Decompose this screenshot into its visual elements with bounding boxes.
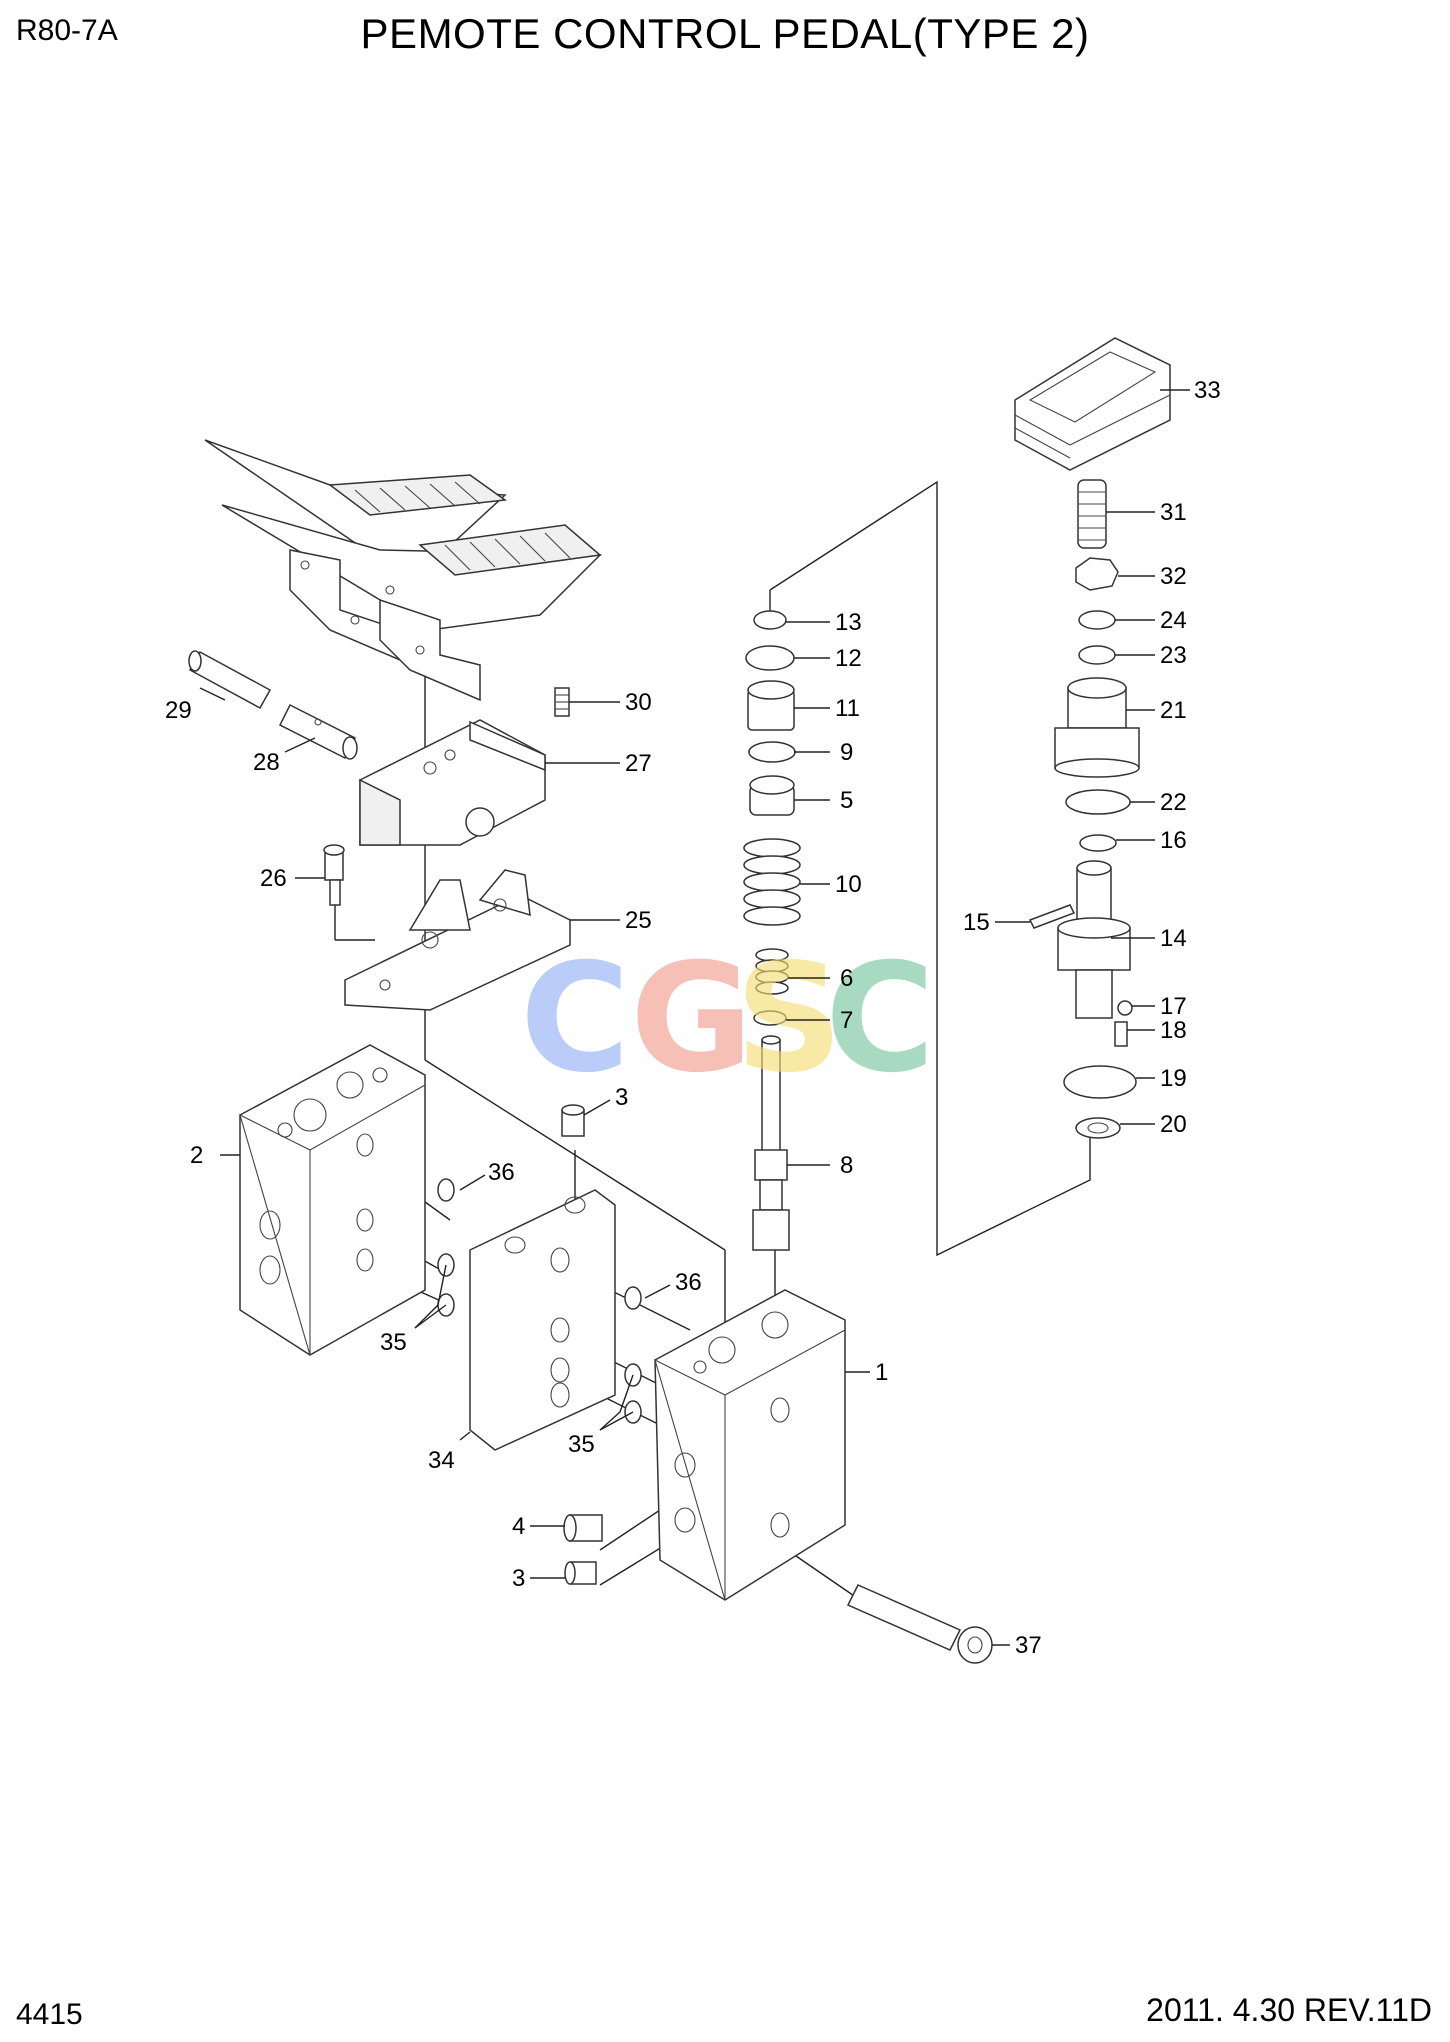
callout-7: 7 bbox=[840, 1007, 853, 1034]
callout-15: 15 bbox=[963, 909, 990, 936]
spring-31 bbox=[1077, 479, 1107, 549]
callout-29: 29 bbox=[165, 697, 192, 724]
callout-24: 24 bbox=[1160, 607, 1187, 634]
callout-26: 26 bbox=[260, 865, 287, 892]
base-plate-25 bbox=[344, 869, 571, 1011]
part-19 bbox=[1063, 1065, 1137, 1099]
callout-1: 1 bbox=[875, 1359, 888, 1386]
foot-pedal-assembly bbox=[204, 439, 602, 702]
callout-21: 21 bbox=[1160, 697, 1187, 724]
plug-3-bottom bbox=[564, 1561, 597, 1585]
part-24 bbox=[1078, 610, 1116, 630]
callout-19: 19 bbox=[1160, 1065, 1187, 1092]
rod-14 bbox=[1057, 860, 1131, 1019]
part-18 bbox=[1114, 1021, 1128, 1047]
callout-2: 2 bbox=[190, 1142, 203, 1169]
pin-28 bbox=[278, 703, 358, 760]
cgsc-watermark: C G S C bbox=[520, 932, 935, 1106]
callout-33: 33 bbox=[1194, 377, 1221, 404]
spring-6 bbox=[755, 948, 789, 995]
valve-body-1 bbox=[654, 1289, 846, 1601]
callout-9: 9 bbox=[840, 739, 853, 766]
callout-34: 34 bbox=[428, 1447, 455, 1474]
callout-35-left: 35 bbox=[380, 1329, 407, 1356]
bracket-27 bbox=[359, 719, 546, 846]
part-17 bbox=[1117, 1000, 1133, 1016]
watermark-letter: C bbox=[520, 932, 630, 1106]
callout-18: 18 bbox=[1160, 1017, 1187, 1044]
part-9 bbox=[748, 741, 796, 763]
bolt-37 bbox=[846, 1584, 993, 1664]
boot-33 bbox=[1014, 337, 1171, 471]
part-23 bbox=[1078, 645, 1116, 665]
plug-4 bbox=[563, 1514, 603, 1542]
part-7 bbox=[753, 1010, 787, 1026]
callout-20: 20 bbox=[1160, 1111, 1187, 1138]
callout-25: 25 bbox=[625, 907, 652, 934]
cylinder-21 bbox=[1054, 677, 1140, 778]
valve-section-2 bbox=[239, 1044, 426, 1356]
callout-28: 28 bbox=[253, 749, 280, 776]
callout-27: 27 bbox=[625, 750, 652, 777]
part-22 bbox=[1065, 789, 1131, 815]
callout-17: 17 bbox=[1160, 993, 1187, 1020]
nut-32 bbox=[1075, 557, 1119, 591]
spool-8 bbox=[752, 1035, 790, 1251]
callout-23: 23 bbox=[1160, 642, 1187, 669]
callout-11: 11 bbox=[835, 695, 860, 722]
plug-3-top bbox=[561, 1104, 585, 1137]
watermark-letter: C bbox=[825, 932, 935, 1106]
revision-date: 2011. 4.30 REV.11D bbox=[1146, 1992, 1432, 2028]
valve-section-34 bbox=[469, 1189, 616, 1451]
watermark-letter: G bbox=[630, 932, 753, 1106]
spring-pin-30 bbox=[554, 687, 570, 717]
watermark-letter: S bbox=[735, 932, 843, 1106]
part-16 bbox=[1079, 834, 1117, 852]
callout-30: 30 bbox=[625, 689, 652, 716]
callout-37: 37 bbox=[1015, 1632, 1042, 1659]
callout-22: 22 bbox=[1160, 789, 1187, 816]
page-title: PEMOTE CONTROL PEDAL(TYPE 2) bbox=[360, 10, 1090, 57]
right-column-parts bbox=[1014, 337, 1171, 1139]
callout-36-left: 36 bbox=[488, 1159, 515, 1186]
pin-29 bbox=[188, 650, 272, 710]
pin-15 bbox=[1028, 904, 1076, 929]
callout-12: 12 bbox=[835, 645, 862, 672]
callout-10: 10 bbox=[835, 871, 862, 898]
part-20 bbox=[1075, 1117, 1121, 1139]
callout-5: 5 bbox=[840, 787, 853, 814]
bolt-26 bbox=[323, 844, 345, 906]
callout-16: 16 bbox=[1160, 827, 1187, 854]
part-13 bbox=[753, 610, 787, 630]
callout-35-right: 35 bbox=[568, 1431, 595, 1458]
callout-3-bottom: 3 bbox=[512, 1565, 525, 1592]
callout-13: 13 bbox=[835, 609, 862, 636]
callout-14: 14 bbox=[1160, 925, 1187, 952]
model-code: R80-7A bbox=[16, 14, 118, 47]
callout-32: 32 bbox=[1160, 563, 1187, 590]
callout-leaders bbox=[199, 389, 1190, 1646]
spring-10 bbox=[743, 838, 801, 926]
callout-8: 8 bbox=[840, 1152, 853, 1179]
part-12 bbox=[745, 645, 795, 671]
spool-stack bbox=[743, 610, 801, 1251]
page-number: 4415 bbox=[16, 1998, 83, 2031]
callout-31: 31 bbox=[1160, 499, 1187, 526]
callout-36-right: 36 bbox=[675, 1269, 702, 1296]
callout-6: 6 bbox=[840, 965, 853, 992]
callout-labels: 33 31 32 24 23 21 22 16 15 14 17 18 19 2… bbox=[165, 377, 1221, 1659]
callout-4: 4 bbox=[512, 1513, 525, 1540]
callout-3-top: 3 bbox=[615, 1084, 628, 1111]
